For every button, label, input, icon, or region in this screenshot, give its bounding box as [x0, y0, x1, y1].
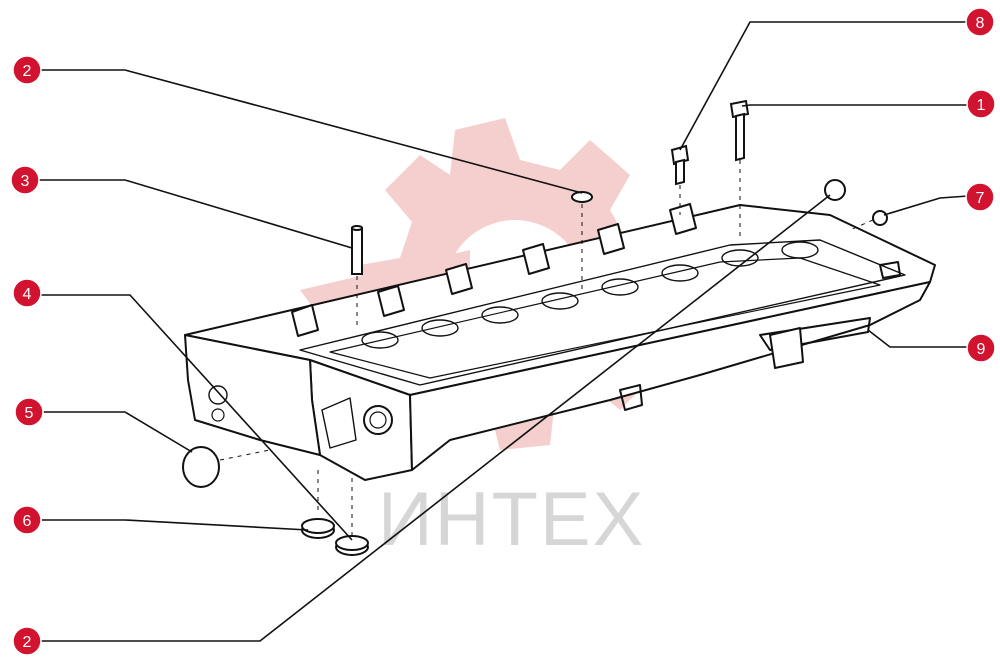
callout-8: 8	[965, 7, 995, 37]
svg-text:1: 1	[977, 97, 986, 114]
core-plug	[182, 446, 220, 488]
svg-text:6: 6	[23, 513, 32, 530]
assembly-guides	[219, 160, 874, 535]
callout-6: 6	[12, 505, 42, 535]
callout-4: 4	[12, 278, 42, 308]
small-plug-right	[872, 210, 888, 226]
svg-text:2: 2	[23, 634, 32, 651]
svg-text:9: 9	[977, 341, 986, 358]
cylinder-head	[184, 203, 936, 481]
dowel-pin	[351, 227, 363, 275]
svg-text:8: 8	[976, 15, 985, 32]
callout-1: 1	[966, 89, 996, 119]
svg-text:7: 7	[976, 190, 985, 207]
svg-text:3: 3	[21, 173, 30, 190]
svg-text:5: 5	[25, 405, 34, 422]
callout-9: 9	[966, 333, 996, 363]
watermark-text: ИНТЕХ	[378, 477, 645, 562]
callout-2-top: 2	[12, 55, 42, 85]
callout-2-bottom: 2	[12, 626, 42, 656]
small-plug-top	[571, 191, 593, 203]
bolt-long	[729, 99, 750, 162]
callout-7: 7	[965, 182, 995, 212]
leader-lines	[38, 21, 969, 642]
svg-text:4: 4	[23, 286, 32, 303]
bolt-short	[670, 144, 690, 186]
callout-5: 5	[14, 397, 44, 427]
callout-3: 3	[10, 165, 40, 195]
svg-text:2: 2	[23, 63, 32, 80]
